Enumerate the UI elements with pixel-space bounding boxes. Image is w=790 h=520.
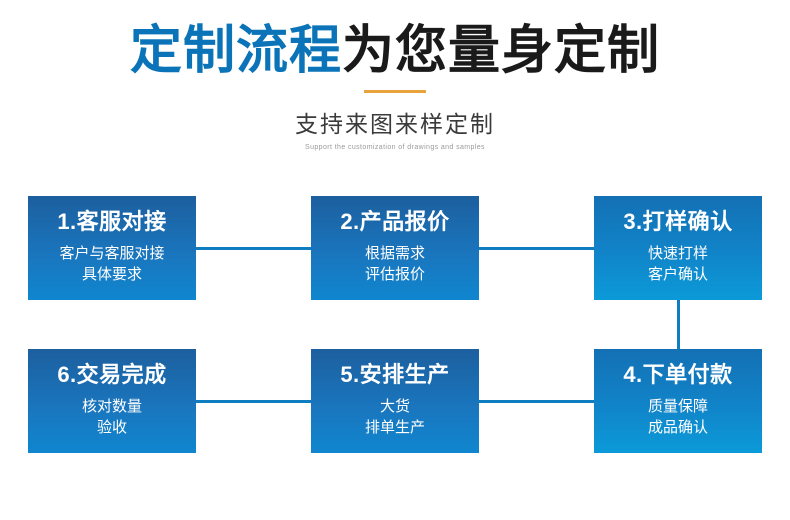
process-flow: 1.客服对接 客户与客服对接 具体要求 2.产品报价 根据需求 评估报价 3.打… <box>0 192 790 482</box>
step-5-desc-line2: 排单生产 <box>364 419 425 437</box>
subtitle: 支持来图来样定制 <box>295 110 495 137</box>
step-5-desc-line1: 大货 <box>379 398 410 416</box>
page-title: 定制流程为您量身定制 <box>0 22 790 82</box>
connector-step1-step2 <box>196 247 311 250</box>
step-4-title: 4.下单付款 <box>623 362 733 387</box>
step-5-description: 大货 排单生产 <box>311 396 479 439</box>
step-1-desc-line2: 具体要求 <box>81 266 142 284</box>
step-6-description: 核对数量 验收 <box>28 396 196 439</box>
step-6-title: 6.交易完成 <box>57 362 167 387</box>
step-2-desc-line2: 评估报价 <box>364 266 425 284</box>
page-title-rest: 为您量身定制 <box>342 22 661 80</box>
step-3-desc-line1: 快速打样 <box>647 245 708 263</box>
step-4-desc-line2: 成品确认 <box>647 419 708 437</box>
page-title-accent: 定制流程 <box>129 22 342 80</box>
connector-step2-step3 <box>479 247 594 250</box>
step-1-title: 1.客服对接 <box>57 209 167 234</box>
process-step-1[interactable]: 1.客服对接 客户与客服对接 具体要求 <box>28 196 196 300</box>
process-step-2[interactable]: 2.产品报价 根据需求 评估报价 <box>311 196 479 300</box>
step-2-description: 根据需求 评估报价 <box>311 243 479 286</box>
process-step-5[interactable]: 5.安排生产 大货 排单生产 <box>311 349 479 453</box>
step-3-description: 快速打样 客户确认 <box>594 243 762 286</box>
step-2-title: 2.产品报价 <box>340 209 450 234</box>
step-3-title: 3.打样确认 <box>623 209 733 234</box>
process-step-4[interactable]: 4.下单付款 质量保障 成品确认 <box>594 349 762 453</box>
title-divider <box>364 89 426 93</box>
connector-step5-step6 <box>196 400 311 403</box>
step-4-description: 质量保障 成品确认 <box>594 396 762 439</box>
step-1-desc-line1: 客户与客服对接 <box>59 245 165 263</box>
subtitle-english: Support the customization of drawings an… <box>305 143 485 151</box>
process-step-6[interactable]: 6.交易完成 核对数量 验收 <box>28 349 196 453</box>
step-1-description: 客户与客服对接 具体要求 <box>28 243 196 286</box>
step-3-desc-line2: 客户确认 <box>647 266 708 284</box>
step-5-title: 5.安排生产 <box>340 362 450 387</box>
step-6-desc-line1: 核对数量 <box>81 398 142 416</box>
header: 定制流程为您量身定制 支持来图来样定制 Support the customiz… <box>0 22 790 151</box>
connector-step3-step4 <box>677 300 680 349</box>
step-2-desc-line1: 根据需求 <box>364 245 425 263</box>
step-6-desc-line2: 验收 <box>96 419 127 437</box>
step-4-desc-line1: 质量保障 <box>647 398 708 416</box>
process-step-3[interactable]: 3.打样确认 快速打样 客户确认 <box>594 196 762 300</box>
connector-step4-step5 <box>479 400 594 403</box>
